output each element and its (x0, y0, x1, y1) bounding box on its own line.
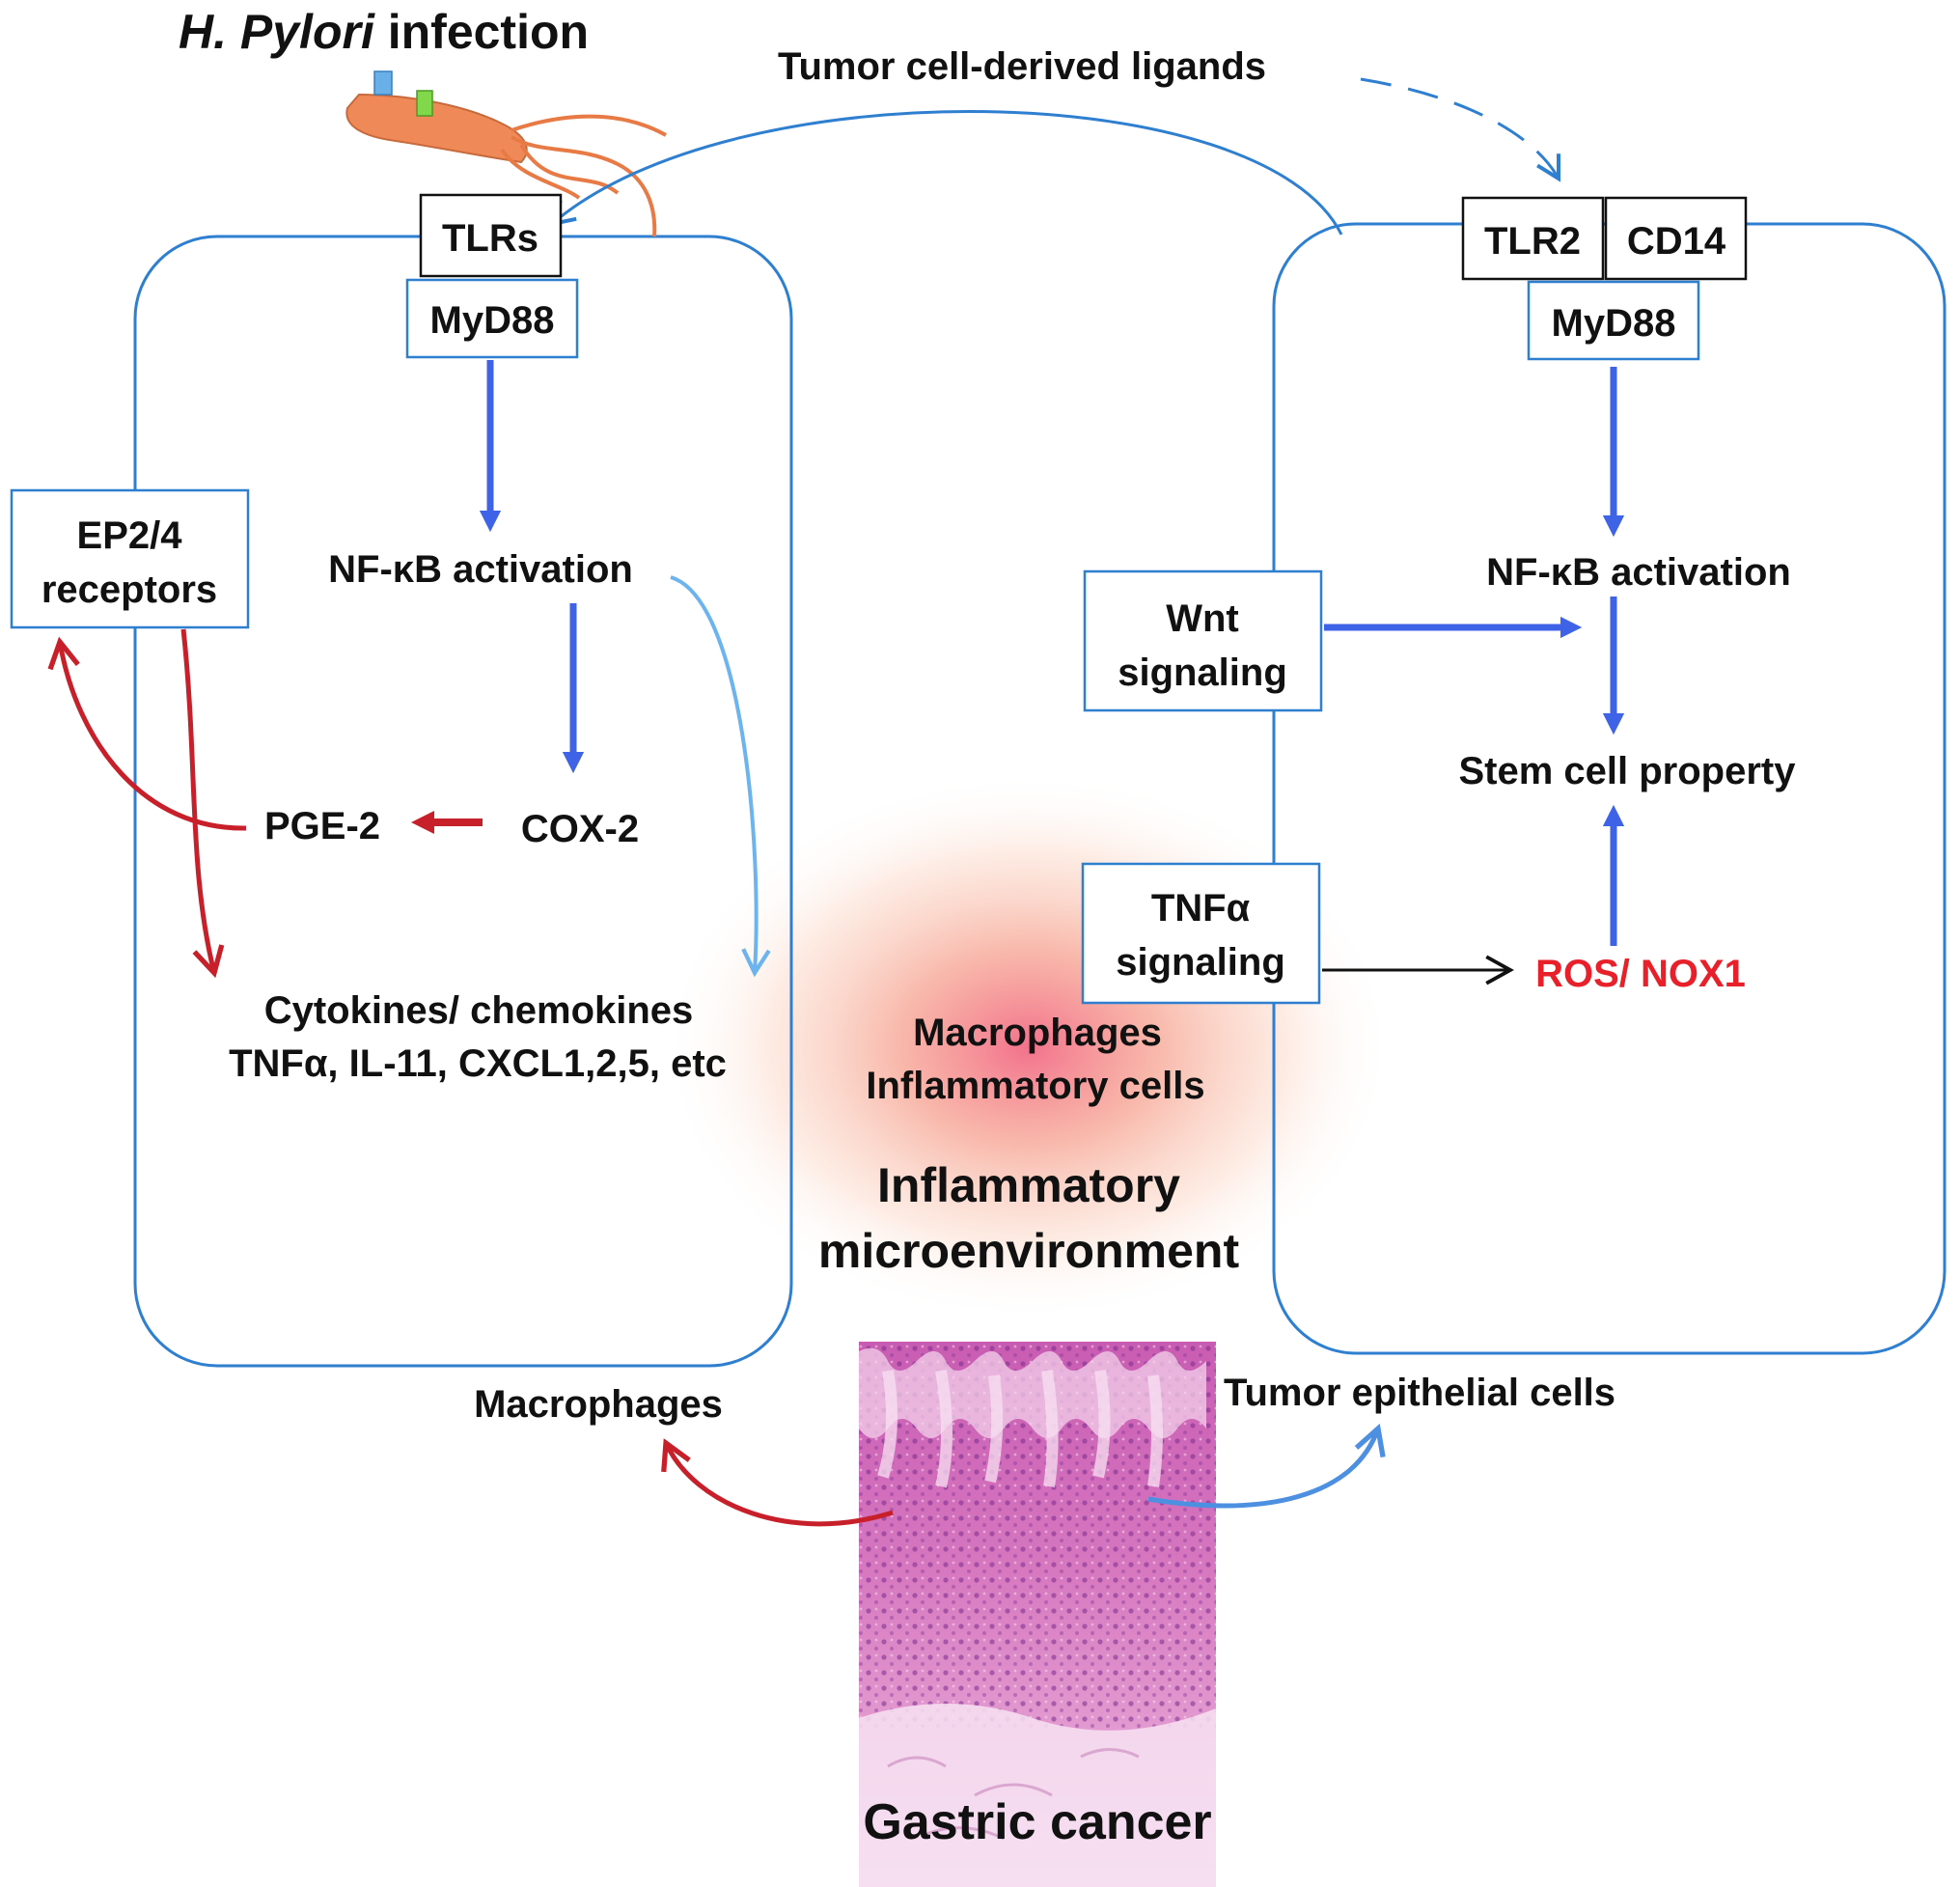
wnt-signaling-box (1083, 569, 1323, 712)
arrow-tissue-to-tumor-cells (1147, 1423, 1386, 1509)
arrow-nfkb-to-cytokines (670, 575, 771, 978)
ep24-receptors-box (10, 488, 250, 629)
macrophages-caption: Macrophages (474, 1383, 723, 1426)
cox2-label: COX-2 (521, 808, 639, 850)
gastric-cancer-label: Gastric cancer (863, 1794, 1211, 1850)
microenvironment-line1: Inflammatory (877, 1158, 1180, 1212)
ligands-label: Tumor cell-derived ligands (778, 45, 1266, 88)
tnf-signaling-box (1081, 862, 1321, 1005)
wnt-label-line1: Wnt (1166, 597, 1239, 640)
arrow-ep24-to-cytokines (180, 628, 225, 979)
myd88-label-right: MyD88 (1552, 302, 1676, 345)
arrow-pge2-to-ep24 (47, 636, 247, 831)
nfkb-label-right: NF-κB activation (1486, 551, 1791, 594)
nfkb-label-left: NF-κB activation (328, 548, 633, 591)
gastric-tissue-image (859, 1342, 1216, 1887)
pge2-label: PGE-2 (264, 805, 380, 847)
arrow-tissue-to-macrophages (661, 1438, 894, 1527)
center-cells-line1: Macrophages (913, 1012, 1162, 1054)
h-pylori-bacterium-icon (345, 70, 667, 237)
tlrs-label: TLRs (442, 217, 538, 260)
myd88-label-left: MyD88 (430, 299, 555, 342)
ep24-label-line2: receptors (41, 569, 217, 611)
microenvironment-line2: microenvironment (818, 1224, 1240, 1278)
myd88-box-left (405, 278, 579, 359)
pathogen-title: H. Pylori infection (179, 5, 589, 59)
macrophage-cell-outline (133, 235, 793, 1368)
ros-nox1-label: ROS/ NOX1 (1535, 953, 1746, 995)
cytokines-label-line1: Cytokines/ chemokines (264, 989, 694, 1032)
wnt-label-line2: signaling (1118, 652, 1287, 694)
tnf-label-line1: TNFα (1151, 887, 1251, 930)
ligand-arrow-to-tlr2 (1360, 77, 1561, 182)
tumor-epithelial-caption: Tumor epithelial cells (1224, 1372, 1615, 1414)
myd88-box-right (1527, 280, 1700, 361)
tnf-label-line2: signaling (1116, 941, 1285, 984)
stem-cell-label: Stem cell property (1458, 750, 1796, 792)
tlr2-label: TLR2 (1484, 220, 1581, 263)
tlr2-box (1461, 196, 1605, 281)
cytokines-label-line2: TNFα, IL-11, CXCL1,2,5, etc (229, 1042, 727, 1085)
cd14-label: CD14 (1627, 220, 1726, 263)
tlrs-box (419, 193, 563, 278)
cd14-box (1604, 196, 1748, 281)
ep24-label-line1: EP2/4 (77, 514, 183, 557)
center-cells-line2: Inflammatory cells (866, 1065, 1204, 1107)
ligand-arrow-to-tlrs (548, 110, 1343, 236)
